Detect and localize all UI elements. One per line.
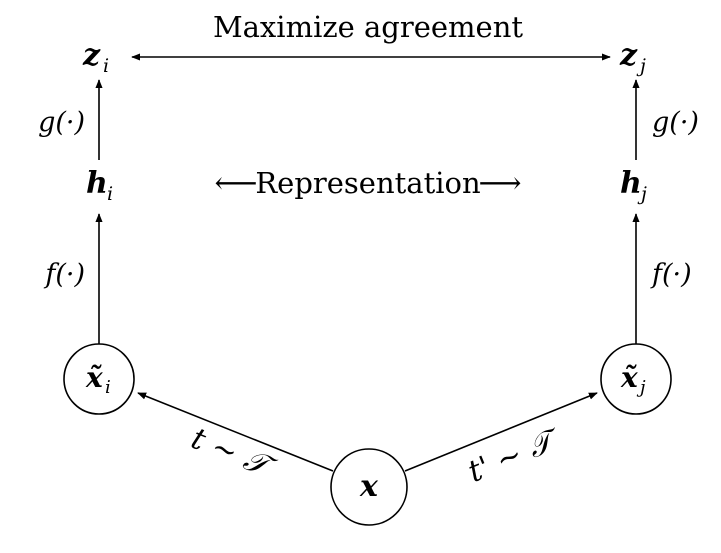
- augment-right-label: t' ∼ 𝒯: [463, 421, 566, 490]
- h-i-symbol: h: [86, 166, 108, 201]
- g-left-label: g(·): [38, 107, 85, 138]
- representation-right-arrow: ⟶: [478, 166, 521, 201]
- f-right-label: f(·): [650, 259, 692, 290]
- z-j-node: z j: [619, 38, 646, 77]
- x-tilde-j-circle: [600, 343, 672, 415]
- h-i-node: h i: [86, 166, 113, 205]
- h-i-subscript: i: [107, 183, 113, 205]
- x-circle: [330, 448, 408, 526]
- x-tilde-j-symbol: x̃: [620, 361, 638, 394]
- x-tilde-i-node: x̃ i: [63, 343, 135, 415]
- maximize-agreement-label: Maximize agreement: [213, 10, 523, 44]
- h-j-subscript: j: [637, 183, 647, 205]
- representation-label: Representation: [255, 166, 480, 200]
- augment-right-arrow: [404, 392, 598, 472]
- z-j-subscript: j: [636, 55, 646, 77]
- x-symbol: x: [359, 469, 379, 504]
- h-j-node: h j: [620, 166, 647, 205]
- representation-left-arrow: ⟵: [214, 166, 257, 201]
- augment-left-arrow: [137, 392, 334, 472]
- x-tilde-j-node: x̃ j: [600, 343, 672, 415]
- x-tilde-i-subscript: i: [105, 377, 111, 398]
- x-node: x: [330, 448, 408, 526]
- z-i-symbol: z: [82, 38, 101, 73]
- z-i-subscript: i: [103, 55, 109, 77]
- x-tilde-i-circle: [63, 343, 135, 415]
- x-tilde-i-symbol: x̃: [85, 361, 103, 394]
- f-left-label: f(·): [43, 259, 85, 290]
- x-tilde-j-subscript: j: [636, 377, 646, 398]
- h-j-symbol: h: [620, 166, 642, 201]
- z-i-node: z i: [82, 38, 109, 77]
- z-j-symbol: z: [619, 38, 638, 73]
- g-right-label: g(·): [652, 107, 699, 138]
